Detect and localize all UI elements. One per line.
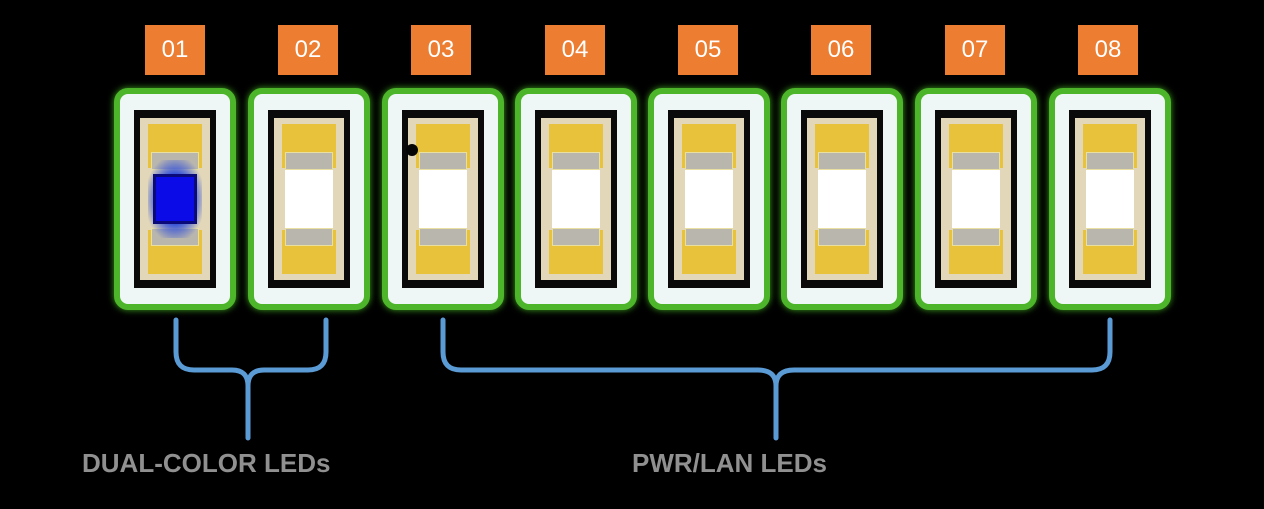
led-lip-bottom xyxy=(818,228,866,246)
led-pad xyxy=(535,110,617,288)
led-package xyxy=(140,118,210,280)
led-chip xyxy=(818,170,866,228)
led-number-badge: 03 xyxy=(411,25,471,75)
led-chip xyxy=(285,170,333,228)
led-lip-bottom xyxy=(952,228,1000,246)
led-chip xyxy=(552,170,600,228)
group-label-dual-color: DUAL-COLOR LEDs xyxy=(82,448,331,478)
led-lip-bottom xyxy=(552,228,600,246)
led-pad xyxy=(801,110,883,288)
led-lip-bottom xyxy=(685,228,733,246)
led-number-badge: 01 xyxy=(145,25,205,75)
led-slot-08 xyxy=(1049,88,1171,310)
led-chip xyxy=(685,170,733,228)
led-chip xyxy=(1086,170,1134,228)
led-lip-bottom xyxy=(285,228,333,246)
led-slot-05 xyxy=(648,88,770,310)
led-number-badge: 04 xyxy=(545,25,605,75)
led-slot-07 xyxy=(915,88,1037,310)
led-package xyxy=(274,118,344,280)
led-number-badge: 07 xyxy=(945,25,1005,75)
led-package xyxy=(1075,118,1145,280)
led-lip-top xyxy=(952,152,1000,170)
led-lip-top xyxy=(818,152,866,170)
led-pad xyxy=(668,110,750,288)
group-label-pwr-lan: PWR/LAN LEDs xyxy=(632,448,827,478)
led-number-badge: 05 xyxy=(678,25,738,75)
led-pad xyxy=(935,110,1017,288)
bracket-pwr-lan-leds xyxy=(440,317,1113,441)
led-slot-01 xyxy=(114,88,236,310)
led-pad xyxy=(268,110,350,288)
led-number-badge: 06 xyxy=(811,25,871,75)
led-package xyxy=(541,118,611,280)
led-lip-top xyxy=(285,152,333,170)
led-package xyxy=(408,118,478,280)
led-lip-top xyxy=(419,152,467,170)
led-slot-02 xyxy=(248,88,370,310)
led-package xyxy=(807,118,877,280)
led-number-badge: 08 xyxy=(1078,25,1138,75)
led-lip-bottom xyxy=(1086,228,1134,246)
led-lip-top xyxy=(1086,152,1134,170)
led-lip-bottom xyxy=(419,228,467,246)
led-chip xyxy=(419,170,467,228)
led-package xyxy=(941,118,1011,280)
led-number-badge: 02 xyxy=(278,25,338,75)
led-lip-top xyxy=(685,152,733,170)
led-package xyxy=(674,118,744,280)
pin-one-marker-dot xyxy=(406,144,418,156)
led-slot-06 xyxy=(781,88,903,310)
bracket-dual-color-leds xyxy=(173,317,329,441)
led-pad xyxy=(1069,110,1151,288)
led-slot-04 xyxy=(515,88,637,310)
led-chip xyxy=(952,170,1000,228)
led-chip-lit xyxy=(153,174,197,224)
led-pad xyxy=(402,110,484,288)
led-lip-top xyxy=(552,152,600,170)
led-pad xyxy=(134,110,216,288)
led-slot-03 xyxy=(382,88,504,310)
